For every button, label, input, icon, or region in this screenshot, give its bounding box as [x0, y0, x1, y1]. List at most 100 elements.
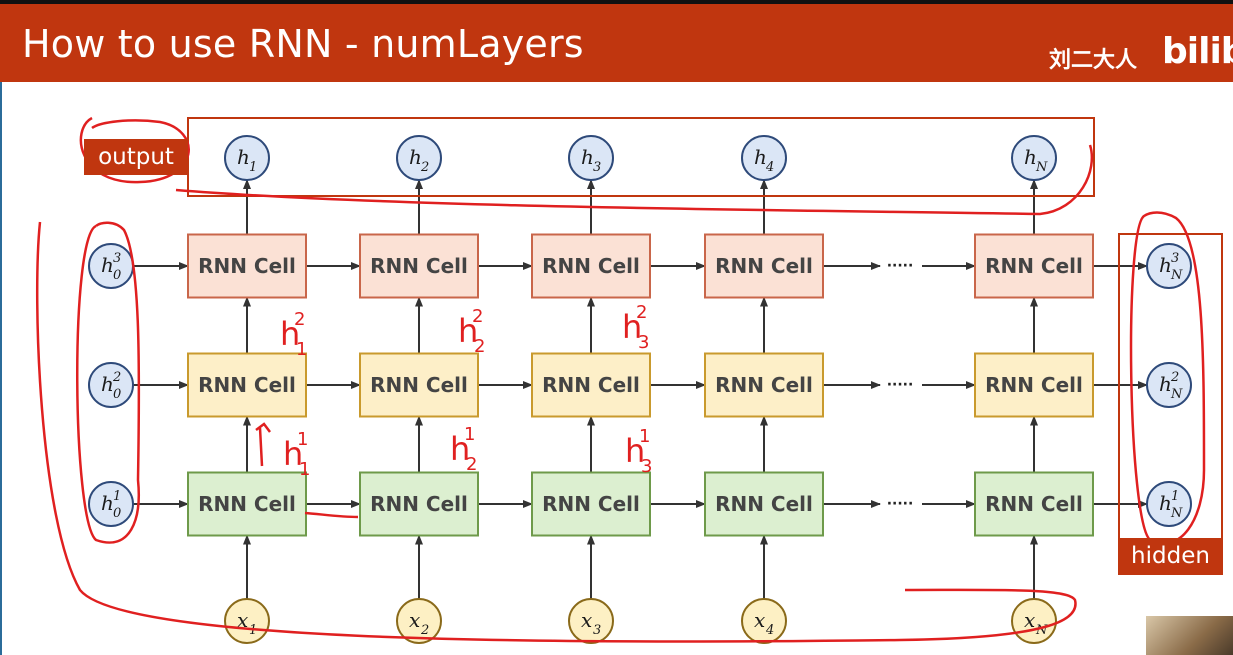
output-node: [741, 135, 787, 181]
final-hidden-node-sup: 1: [1171, 489, 1179, 504]
input-node-sub: 3: [593, 623, 601, 638]
slide-header: How to use RNN - numLayers 刘二大人 bilib: [0, 4, 1233, 82]
ink-annotation-sup: 1: [464, 424, 475, 445]
ink-annotation-sup: 2: [472, 306, 483, 327]
rnn-cell: [187, 471, 307, 537]
rnn-cell: [704, 233, 824, 299]
input-node-label: x: [237, 608, 248, 632]
input-node-label: x: [409, 608, 420, 632]
rnn-cell-label: RNN Cell: [985, 492, 1083, 516]
watermark-text: 刘二大人: [1049, 48, 1138, 73]
output-node: [1011, 135, 1057, 181]
output-node: [224, 135, 270, 181]
rnn-cell-label: RNN Cell: [198, 373, 296, 397]
final-hidden-node-sub: N: [1170, 268, 1183, 283]
output-node-sub: 2: [420, 160, 429, 175]
ink-annotation-sub: 3: [641, 456, 652, 477]
ink-annotation: h: [625, 432, 645, 470]
output-node-sub: 1: [249, 160, 257, 175]
rnn-cell-label: RNN Cell: [370, 373, 468, 397]
final-hidden-node-label: h: [1159, 372, 1172, 396]
initial-hidden-node-sup: 1: [113, 489, 121, 504]
rnn-cell-label: RNN Cell: [542, 373, 640, 397]
initial-hidden-node-label: h: [101, 253, 114, 277]
initial-hidden-node-sup: 3: [113, 251, 121, 266]
rnn-cell: [359, 471, 479, 537]
ink-loop-final: [1129, 211, 1206, 545]
rnn-cell-label: RNN Cell: [985, 373, 1083, 397]
output-node-sub: 4: [765, 160, 774, 175]
initial-hidden-node-sub: 0: [113, 506, 121, 521]
ink-annotation: h: [622, 308, 642, 346]
ink-annotation: h: [283, 435, 303, 473]
ink-annotation-sub: 2: [466, 454, 477, 475]
final-hidden-node: [1146, 243, 1192, 289]
output-node-sub: N: [1035, 160, 1048, 175]
output-node-label: h: [1024, 145, 1037, 169]
rnn-cell: [974, 233, 1094, 299]
rnn-cell-label: RNN Cell: [715, 373, 813, 397]
initial-hidden-node-sub: 0: [113, 387, 121, 402]
top-border: [0, 0, 1233, 4]
rnn-cell: [359, 233, 479, 299]
rnn-cell-label: RNN Cell: [715, 254, 813, 278]
rnn-cell-label: RNN Cell: [370, 492, 468, 516]
initial-hidden-node-sub: 0: [113, 268, 121, 283]
input-node-sub: 1: [249, 623, 257, 638]
input-node-sub: 2: [420, 623, 429, 638]
ink-arrow-stroke: [304, 511, 359, 519]
ink-annotation-sup: 1: [639, 426, 650, 447]
rnn-cell: [531, 471, 651, 537]
rnn-cell-label: RNN Cell: [542, 254, 640, 278]
output-node-label: h: [754, 145, 767, 169]
initial-hidden-node-label: h: [101, 372, 114, 396]
output-node-label: h: [581, 145, 594, 169]
final-hidden-node-sub: N: [1170, 387, 1183, 402]
final-hidden-node-sup: 3: [1171, 251, 1179, 266]
rnn-cell: [187, 233, 307, 299]
final-hidden-node-label: h: [1159, 491, 1172, 515]
rnn-cell: [531, 233, 651, 299]
input-node-label: x: [1024, 608, 1035, 632]
ink-annotation-sup: 2: [636, 302, 647, 323]
rnn-cell-label: RNN Cell: [715, 492, 813, 516]
ink-annotation: h: [280, 315, 300, 353]
ellipsis: ·····: [887, 496, 914, 512]
input-node: [224, 598, 270, 644]
rnn-cell: [359, 352, 479, 418]
initial-hidden-node: [88, 481, 134, 527]
rnn-cell-label: RNN Cell: [198, 492, 296, 516]
input-node: [568, 598, 614, 644]
ink-annotation-sub: 1: [296, 339, 307, 360]
ellipsis: ·····: [887, 377, 914, 393]
input-node: [741, 598, 787, 644]
bilibili-logo: bilib: [1162, 31, 1233, 72]
rnn-cell: [531, 352, 651, 418]
ink-loop-initial: [76, 221, 141, 544]
output-label: output: [84, 139, 188, 175]
rnn-cell-label: RNN Cell: [370, 254, 468, 278]
hidden-box: [1118, 233, 1223, 575]
ink-annotation-sub: 2: [474, 336, 485, 357]
final-hidden-node-sub: N: [1170, 506, 1183, 521]
output-node-sub: 3: [593, 160, 601, 175]
input-node-sub: N: [1035, 623, 1048, 638]
initial-hidden-node-label: h: [101, 491, 114, 515]
hidden-label: hidden: [1119, 538, 1222, 574]
rnn-cell: [704, 471, 824, 537]
input-node-sub: 4: [765, 623, 774, 638]
left-rule: [0, 82, 2, 655]
ellipsis: ·····: [887, 258, 914, 274]
ink-annotation: h: [458, 312, 478, 350]
ink-loop-all: [35, 221, 1077, 643]
rnn-cell: [974, 471, 1094, 537]
initial-hidden-node-sup: 2: [112, 370, 121, 385]
final-hidden-node: [1146, 481, 1192, 527]
rnn-cell-label: RNN Cell: [198, 254, 296, 278]
output-node: [568, 135, 614, 181]
final-hidden-node: [1146, 362, 1192, 408]
final-hidden-node-sup: 2: [1170, 370, 1179, 385]
rnn-cell: [974, 352, 1094, 418]
rnn-cell: [187, 352, 307, 418]
